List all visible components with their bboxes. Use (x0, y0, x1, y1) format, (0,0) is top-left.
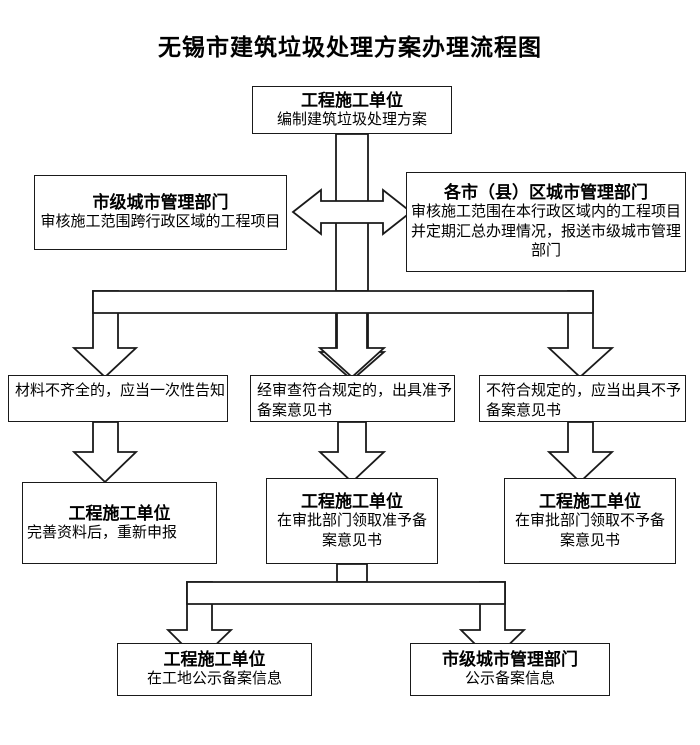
node-city-dept-body: 审核施工范围跨行政区域的工程项目 (40, 214, 281, 231)
node-collect-approve-body: 在审批部门领取准予备案意见书 (276, 513, 427, 549)
node-city-dept[interactable]: 市级城市管理部门 审核施工范围跨行政区域的工程项目 (34, 175, 287, 250)
node-district-dept-heading: 各市（县）区城市管理部门 (444, 183, 648, 203)
node-publicize-site-heading: 工程施工单位 (163, 650, 266, 670)
arrow-bus-to-incomplete (71, 290, 139, 379)
node-publicize-dept[interactable]: 市级城市管理部门 公示备案信息 (410, 643, 610, 696)
node-approved-body: 经审查符合规定的，出具准予备案意见书 (257, 383, 453, 419)
bus-beam-review (92, 290, 594, 314)
arrow-approved-to-collect (317, 421, 387, 484)
node-publicize-dept-body: 公示备案信息 (464, 671, 555, 688)
node-collect-reject[interactable]: 工程施工单位 在审批部门领取不予备案意见书 (504, 478, 676, 564)
node-resubmit-heading: 工程施工单位 (68, 503, 171, 523)
node-incomplete-body: 材料不齐全的，应当一次性告知 (15, 383, 226, 399)
arrow-city-district-bidirectional (291, 188, 413, 236)
arrow-start-to-approved (317, 133, 387, 382)
bus-beam-publicize (186, 581, 506, 605)
node-collect-reject-body: 在审批部门领取不予备案意见书 (514, 513, 665, 549)
node-district-dept-body: 审核施工范围在本行政区域内的工程项目并定期汇总办理情况，报送市级城市管理部门 (411, 204, 682, 260)
node-resubmit-body: 完善资料后，重新申报 (27, 524, 178, 541)
node-collect-reject-heading: 工程施工单位 (539, 491, 641, 511)
node-publicize-site[interactable]: 工程施工单位 在工地公示备案信息 (117, 643, 312, 696)
page-title: 无锡市建筑垃圾处理方案办理流程图 (158, 34, 542, 60)
arrow-rejected-to-collect (546, 421, 615, 484)
node-start-body: 编制建筑垃圾处理方案 (276, 111, 427, 128)
node-rejected[interactable]: 不符合规定的，应当出具不予备案意见书 (479, 375, 686, 422)
node-incomplete[interactable]: 材料不齐全的，应当一次性告知 (8, 375, 228, 422)
node-district-dept[interactable]: 各市（县）区城市管理部门 审核施工范围在本行政区域内的工程项目并定期汇总办理情况… (406, 172, 686, 272)
stub-collect-to-publicize (336, 563, 368, 583)
node-collect-approve-heading: 工程施工单位 (301, 491, 403, 511)
node-city-dept-heading: 市级城市管理部门 (92, 193, 229, 213)
node-rejected-body: 不符合规定的，应当出具不予备案意见书 (486, 383, 682, 419)
arrow-bus-to-approved (317, 290, 387, 379)
node-collect-approve[interactable]: 工程施工单位 在审批部门领取准予备案意见书 (266, 478, 438, 564)
arrow-bus-to-rejected (546, 290, 615, 379)
node-publicize-dept-heading: 市级城市管理部门 (442, 650, 578, 670)
node-approved[interactable]: 经审查符合规定的，出具准予备案意见书 (250, 375, 455, 422)
node-start[interactable]: 工程施工单位 编制建筑垃圾处理方案 (252, 86, 452, 134)
node-publicize-site-body: 在工地公示备案信息 (146, 671, 282, 688)
arrow-incomplete-to-resubmit (71, 421, 139, 484)
node-resubmit[interactable]: 工程施工单位 完善资料后，重新申报 (22, 482, 217, 564)
node-start-heading: 工程施工单位 (301, 90, 403, 110)
